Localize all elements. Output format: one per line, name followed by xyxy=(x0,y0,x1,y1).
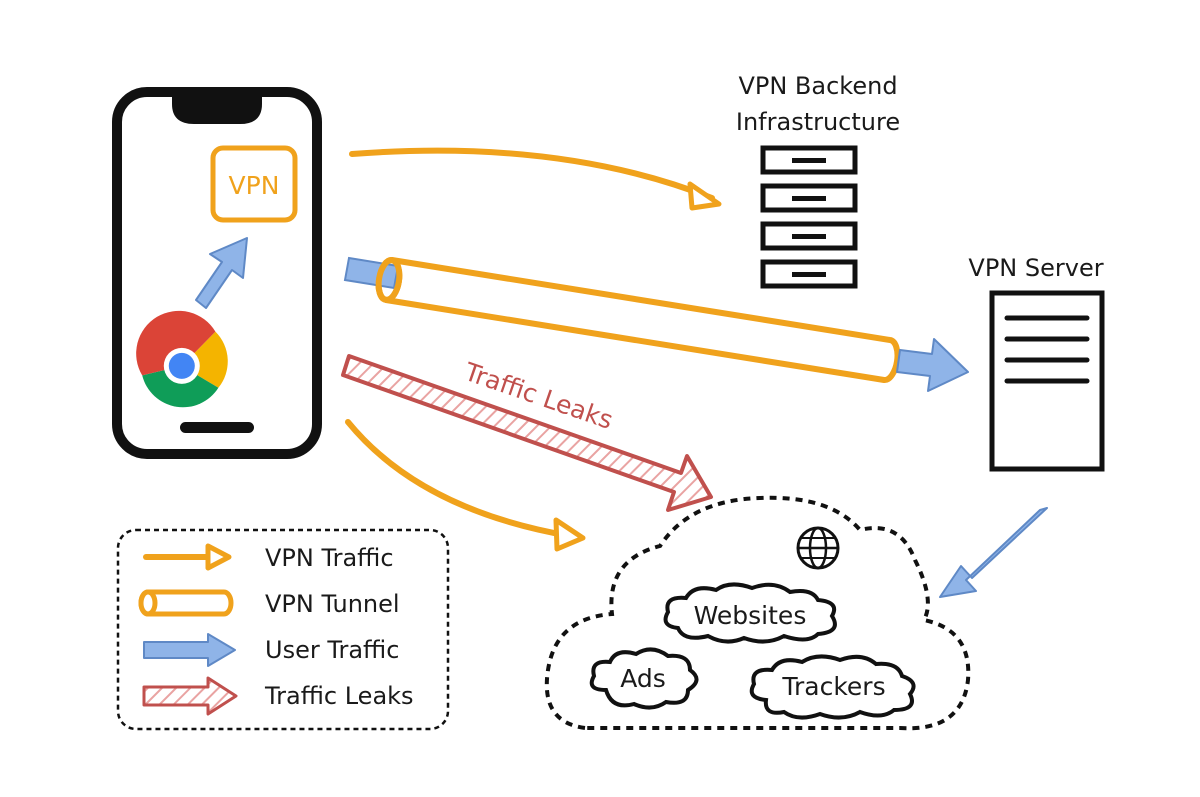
backend-title-line1: VPN Backend xyxy=(738,72,897,100)
ads-label: Ads xyxy=(620,664,666,693)
trackers-cloud: Trackers xyxy=(749,654,916,720)
phone-home-bar xyxy=(180,422,254,433)
traffic-leak-arrow xyxy=(341,354,713,512)
user-traffic-arrow-server-to-internet xyxy=(939,507,1048,598)
ads-cloud: Ads xyxy=(589,647,699,710)
legend-vpn-tunnel-label: VPN Tunnel xyxy=(265,590,400,618)
legend: VPN Traffic VPN Tunnel User Traffic Traf… xyxy=(116,528,450,731)
striped-red-arrow-icon xyxy=(142,676,238,716)
legend-traffic-leaks-label: Traffic Leaks xyxy=(264,682,414,710)
websites-label: Websites xyxy=(694,601,807,630)
vpn-traffic-arrow-to-backend xyxy=(349,147,722,211)
legend-vpn-traffic-label: VPN Traffic xyxy=(265,544,394,572)
server-icon xyxy=(989,290,1105,472)
backend-title-line2: Infrastructure xyxy=(736,108,900,136)
blue-arrow-icon xyxy=(143,633,236,667)
vpn-tunnel xyxy=(343,256,969,392)
user-traffic-arrow-in-phone xyxy=(195,237,248,309)
trackers-label: Trackers xyxy=(781,672,885,701)
vpn-app-icon[interactable]: VPN xyxy=(210,145,298,223)
chrome-icon[interactable] xyxy=(136,310,228,408)
vpn-server-title: VPN Server xyxy=(968,254,1103,282)
legend-user-traffic-label: User Traffic xyxy=(265,636,399,664)
phone: VPN xyxy=(112,87,322,459)
vpn-app-label: VPN xyxy=(229,171,280,200)
orange-arrow-icon xyxy=(143,543,232,571)
tunnel-icon xyxy=(138,589,234,617)
websites-cloud: Websites xyxy=(663,582,837,644)
phone-notch xyxy=(172,96,262,124)
server-rack-icon xyxy=(760,145,858,289)
globe-icon xyxy=(796,526,840,570)
vpn-traffic-arrow-to-internet xyxy=(345,419,586,552)
